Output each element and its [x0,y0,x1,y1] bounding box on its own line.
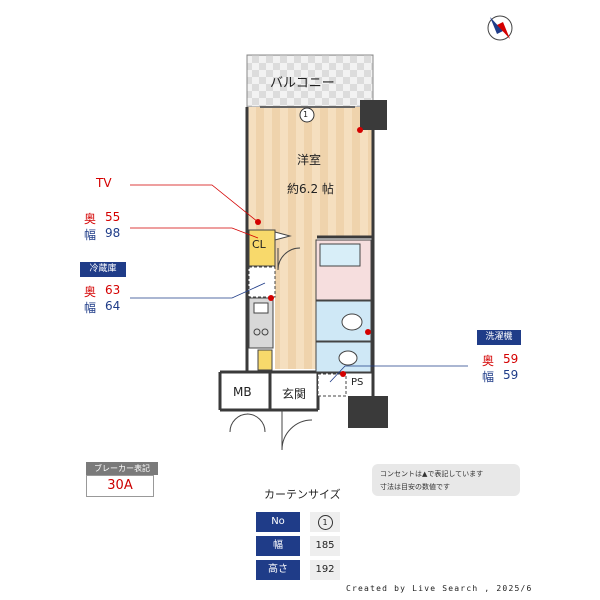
washer-tag: 洗濯機 [477,330,521,345]
compass-icon [487,15,513,41]
curtain-value-height: 192 [310,560,340,580]
pillar-top [360,100,387,130]
pillar-bottom [348,396,388,428]
kitchen-storage [257,349,273,371]
bathtub [319,243,361,267]
entrance-label: 玄関 [282,387,307,401]
leader-lines-blue [130,282,468,383]
washer-width-label: 幅 [482,370,495,384]
outlet-markers [255,127,371,377]
western-room-floor [247,107,373,237]
fridge-width-value: 64 [105,299,121,313]
closet-label: CL [252,238,266,251]
tv-width-label: 幅 [84,228,97,242]
balcony-area [246,54,374,108]
credit-text: Created by Live Search , 2025/6 [346,584,533,593]
western-room-label: 洋室 [297,153,322,167]
washer-depth-label: 奥 [482,354,495,368]
curtain-header-height: 高さ [256,560,300,580]
fridge-depth-label: 奥 [84,285,97,299]
window-number-badge [299,107,315,123]
tv-width-value: 98 [105,226,121,240]
window-number: 1 [303,110,309,119]
tv-depth-label: 奥 [84,212,97,226]
washer-depth-value: 59 [503,352,519,366]
fridge-width-label: 幅 [84,301,97,315]
leader-lines-red [130,184,259,239]
doors [229,247,313,451]
western-room-area: 約6.2 帖 [287,182,334,196]
legend-box: コンセントは▲で表記しています 寸法は目安の数値です [372,464,520,496]
curtain-header-no: No [256,512,300,532]
fridge-depth-value: 63 [105,283,121,297]
legend-line-1: コンセントは▲で表記しています [380,470,484,478]
curtain-no-badge: 1 [317,515,333,530]
curtain-title: カーテンサイズ [264,488,341,501]
tv-label: TV [96,176,112,190]
curtain-header-width: 幅 [256,536,300,556]
ps-label: PS [351,377,364,388]
balcony-label: バルコニー [270,76,335,91]
breaker-value: 30A [86,475,154,497]
tv-depth-value: 55 [105,210,121,224]
curtain-value-width: 185 [310,536,340,556]
legend-line-2: 寸法は目安の数値です [380,483,450,491]
washer-width-value: 59 [503,368,519,382]
fridge-tag: 冷蔵庫 [80,262,126,277]
hallway-floor [275,237,317,369]
fridge-space [248,266,276,298]
washer-space [317,373,347,397]
curtain-value-no: 1 [310,512,340,532]
mb-label: MB [233,385,252,399]
breaker-label: ブレーカー表記 [86,462,158,475]
